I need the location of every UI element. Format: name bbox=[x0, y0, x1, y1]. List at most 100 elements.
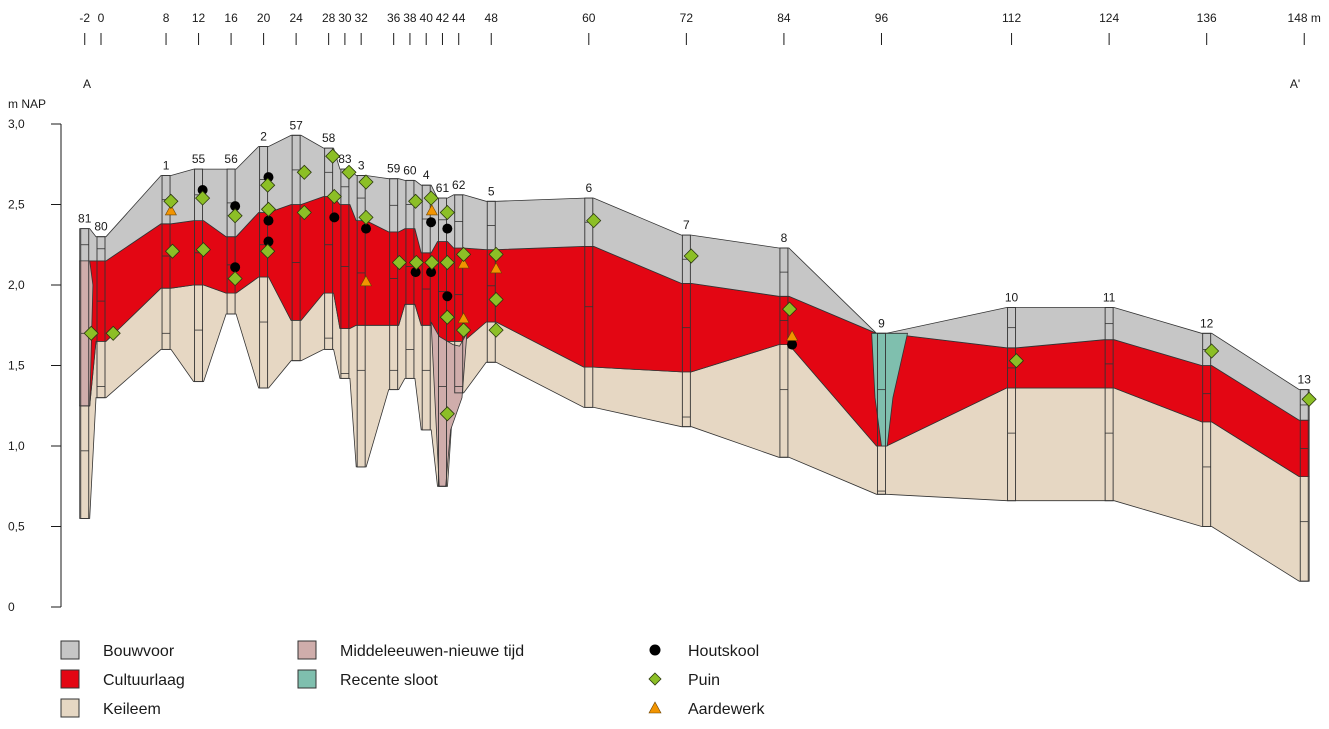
y-tick-label: 3,0 bbox=[8, 117, 25, 131]
aardewerk-marker bbox=[786, 329, 799, 341]
puin-marker bbox=[683, 248, 699, 264]
legend-puin-marker bbox=[648, 672, 662, 686]
puin-marker bbox=[1301, 391, 1317, 407]
puin-marker bbox=[439, 254, 455, 271]
borehole-label: 59 bbox=[387, 162, 401, 176]
puin-marker bbox=[260, 177, 276, 193]
borehole-label: 7 bbox=[683, 218, 690, 232]
legend-houtskool-marker bbox=[649, 644, 661, 656]
x-tick-label: 112 bbox=[1002, 11, 1021, 25]
y-tick-label: 2,0 bbox=[8, 278, 25, 292]
houtskool-marker bbox=[787, 339, 798, 350]
puin-marker bbox=[227, 208, 243, 224]
puin-marker bbox=[325, 148, 341, 164]
borehole-label: 80 bbox=[94, 220, 108, 234]
puin-marker bbox=[586, 213, 602, 229]
borehole-column bbox=[259, 146, 269, 389]
borehole-column bbox=[291, 134, 301, 362]
puin-marker bbox=[1204, 343, 1220, 359]
aardewerk-marker bbox=[425, 204, 438, 216]
y-tick-label: 2,5 bbox=[8, 198, 25, 212]
borehole-column bbox=[584, 197, 594, 408]
legend-bouwvoor-swatch bbox=[60, 640, 80, 660]
borehole-label: 57 bbox=[289, 118, 303, 132]
borehole-label: 10 bbox=[1005, 291, 1019, 305]
puin-marker bbox=[439, 204, 455, 221]
y-tick-label: 1,0 bbox=[8, 439, 25, 453]
x-tick-label: 32 bbox=[354, 11, 368, 25]
borehole-label: 56 bbox=[224, 152, 238, 166]
borehole-column bbox=[324, 147, 334, 350]
x-tick-label: 36 bbox=[387, 11, 401, 25]
borehole-label: 12 bbox=[1200, 316, 1214, 330]
soil-layers bbox=[79, 134, 1310, 582]
borehole-column bbox=[1104, 307, 1114, 502]
puin-marker bbox=[296, 204, 312, 221]
aardewerk-marker bbox=[359, 275, 373, 287]
x-tick-label: -2 bbox=[79, 11, 90, 25]
recent-ditch-fill bbox=[871, 332, 909, 447]
houtskool-marker bbox=[230, 201, 241, 212]
x-tick-label: 96 bbox=[875, 11, 889, 25]
houtskool-marker bbox=[410, 267, 421, 278]
borehole-column bbox=[877, 332, 886, 495]
borehole-column bbox=[389, 178, 399, 391]
elevation-axis: m NAP 00,51,01,52,02,53,0 bbox=[8, 97, 62, 614]
borehole-label: 58 bbox=[322, 131, 336, 145]
houtskool-marker bbox=[230, 262, 241, 273]
borehole-label: 60 bbox=[403, 163, 417, 177]
x-tick-label: 12 bbox=[192, 11, 206, 25]
puin-marker bbox=[488, 322, 504, 338]
houtskool-marker bbox=[426, 267, 437, 278]
legend-bouwvoor-label: Bouwvoor bbox=[103, 643, 175, 660]
houtskool-marker bbox=[442, 291, 453, 302]
x-tick-label: 48 bbox=[485, 11, 499, 25]
y-axis-unit-label: m NAP bbox=[8, 97, 46, 111]
borehole-column bbox=[226, 168, 236, 315]
puin-marker bbox=[83, 325, 99, 341]
legend-puin-label: Puin bbox=[688, 672, 720, 689]
puin-marker bbox=[391, 254, 407, 271]
borehole-label: 4 bbox=[423, 168, 430, 182]
borehole-label: 81 bbox=[78, 212, 92, 226]
borehole-column bbox=[96, 236, 106, 399]
houtskool-marker bbox=[329, 212, 340, 223]
borehole-column bbox=[194, 168, 204, 383]
y-tick-label: 0 bbox=[8, 600, 15, 614]
borehole-column bbox=[405, 179, 415, 379]
y-tick-label: 0,5 bbox=[8, 520, 25, 534]
borehole-label: 8 bbox=[781, 231, 788, 245]
legend-cultuurlaag-label: Cultuurlaag bbox=[103, 672, 185, 689]
legend-houtskool-label: Houtskool bbox=[688, 643, 759, 660]
borehole-label: 83 bbox=[338, 152, 352, 166]
borehole-column bbox=[421, 184, 431, 431]
houtskool-marker bbox=[442, 223, 453, 234]
x-tick-label: 148 m bbox=[1288, 11, 1321, 25]
borehole-label: 13 bbox=[1298, 373, 1312, 387]
borehole-label: 6 bbox=[585, 181, 592, 195]
borehole-label: 3 bbox=[358, 159, 365, 173]
x-tick-label: 124 bbox=[1099, 11, 1119, 25]
x-tick-label: 38 bbox=[403, 11, 417, 25]
borehole-column bbox=[161, 175, 171, 350]
legend-aardewerk-label: Aardewerk bbox=[688, 701, 765, 718]
legend-middeleeuwen-label: Middeleeuwen-nieuwe tijd bbox=[340, 643, 524, 660]
borehole-label: 62 bbox=[452, 178, 466, 192]
borehole-column bbox=[1299, 389, 1309, 582]
puin-marker bbox=[296, 164, 312, 180]
puin-marker bbox=[260, 201, 277, 217]
legend-keileem-label: Keileem bbox=[103, 701, 161, 718]
aardewerk-marker bbox=[164, 204, 177, 216]
puin-marker bbox=[408, 254, 424, 271]
puin-marker bbox=[423, 190, 439, 206]
section-end-labels: A A' bbox=[83, 77, 1300, 91]
x-tick-label: 42 bbox=[436, 11, 450, 25]
legend-aardewerk-marker bbox=[648, 701, 662, 714]
houtskool-marker bbox=[197, 185, 208, 196]
puin-marker bbox=[488, 246, 504, 262]
puin-marker bbox=[163, 193, 179, 209]
puin-marker bbox=[195, 242, 211, 258]
x-tick-label: 24 bbox=[289, 11, 303, 25]
borehole-label: 1 bbox=[163, 159, 170, 173]
houtskool-marker bbox=[361, 223, 372, 234]
